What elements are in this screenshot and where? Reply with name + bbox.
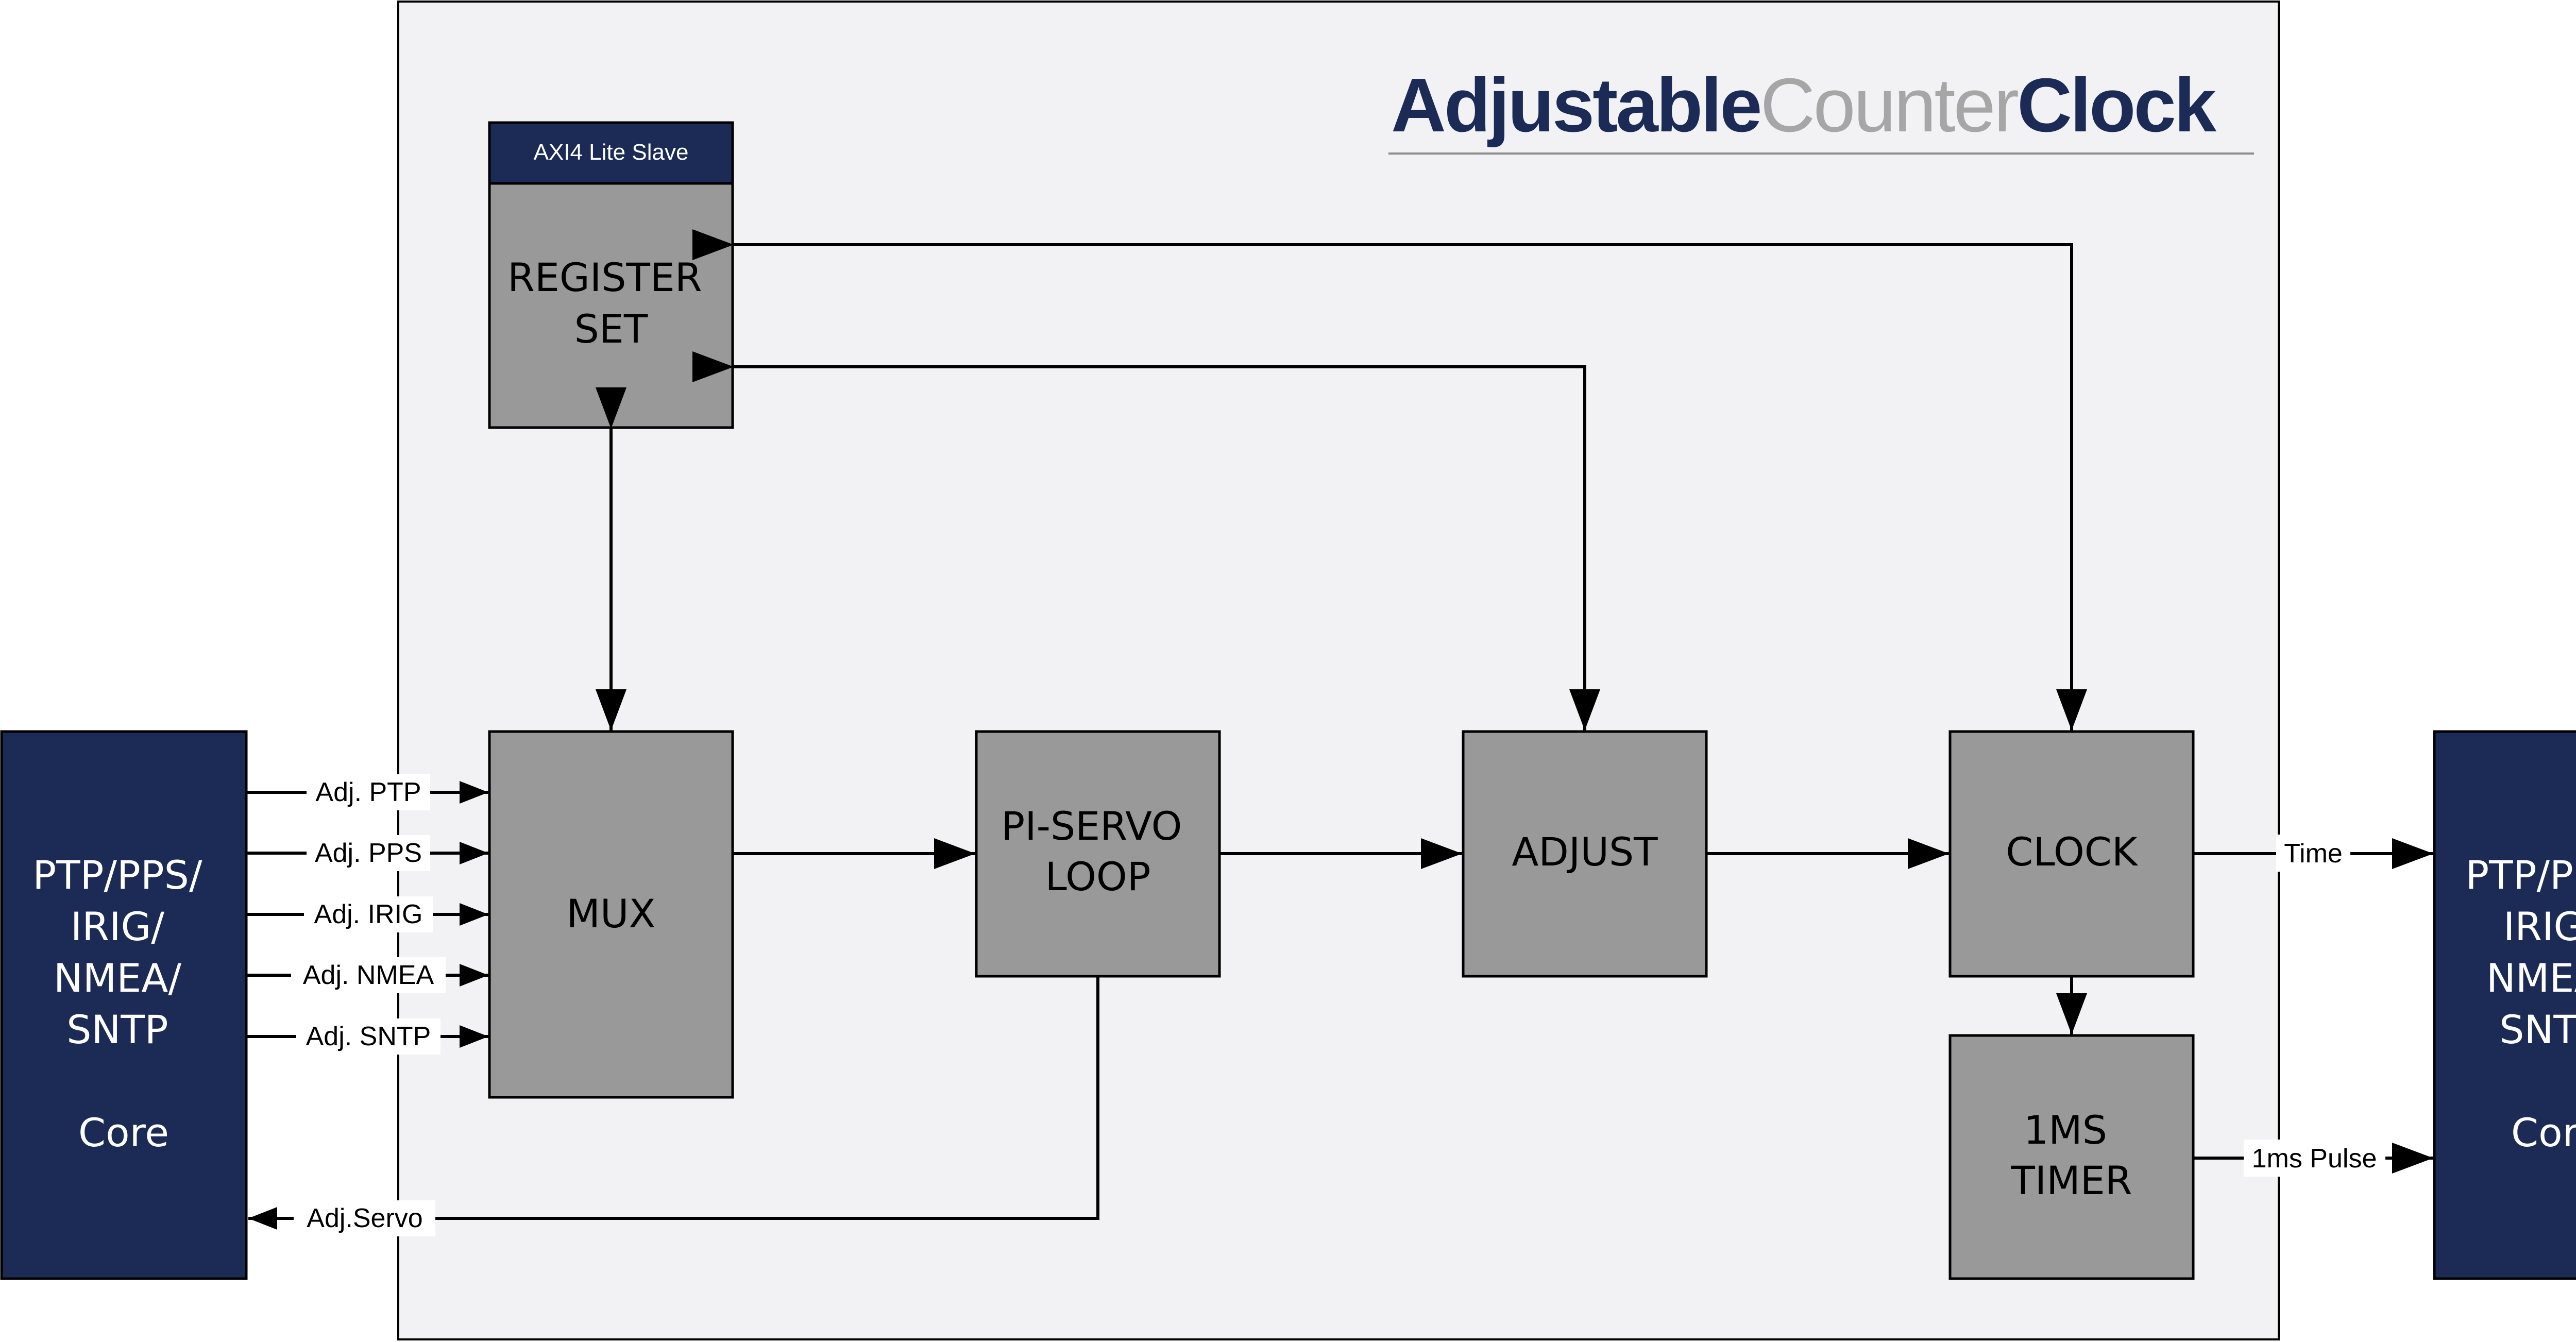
title-part-adjustable: Adjustable bbox=[1391, 63, 1760, 148]
adj-pps-label-bg bbox=[307, 835, 430, 871]
pi-servo-loop-block bbox=[975, 730, 1221, 978]
axi4-lite-slave-label: AXI4 Lite Slave bbox=[534, 140, 689, 165]
left-core-line-6: Core bbox=[78, 1110, 169, 1156]
adj-irig-label-bg bbox=[304, 896, 433, 932]
pi-servo-line-1: PI-SERVO bbox=[1001, 803, 1182, 849]
adj-servo-feedback-arrow bbox=[248, 976, 1099, 1230]
adj-ptp-label: Adj. PTP bbox=[315, 777, 421, 807]
adj-sntp-label-bg bbox=[296, 1018, 440, 1055]
1ms-timer-label: 1MS TIMER bbox=[2010, 1107, 2132, 1203]
pulse-label: 1ms Pulse bbox=[2252, 1144, 2377, 1174]
right-core-line-1: PTP/PPS/ bbox=[2465, 852, 2576, 898]
adj-pps-label: Adj. PPS bbox=[315, 838, 422, 868]
adj-irig-label: Adj. IRIG bbox=[314, 899, 423, 929]
left-core-line-3: NMEA/ bbox=[54, 955, 181, 1001]
1ms-timer-line-2: TIMER bbox=[2010, 1158, 2132, 1203]
left-core-line-1: PTP/PPS/ bbox=[32, 852, 202, 898]
adj-nmea-label: Adj. NMEA bbox=[303, 960, 434, 990]
adjust-label: ADJUST bbox=[1512, 829, 1658, 875]
left-core-line-2: IRIG/ bbox=[71, 904, 165, 949]
title-part-clock: Clock bbox=[2017, 63, 2217, 148]
pi-servo-loop-label: PI-SERVO LOOP bbox=[1001, 803, 1194, 899]
time-label-bg bbox=[2276, 835, 2350, 872]
pi-servo-line-2: LOOP bbox=[1045, 854, 1150, 899]
right-core-line-3: NMEA/ bbox=[2486, 955, 2576, 1001]
pulse-label-bg bbox=[2244, 1140, 2385, 1177]
mux-label: MUX bbox=[566, 891, 655, 937]
axi4-lite-slave-header bbox=[488, 121, 734, 185]
register-set-label: REGISTER SET bbox=[507, 254, 715, 352]
clock-block bbox=[1948, 730, 2195, 978]
register-set-line-1: REGISTER bbox=[507, 254, 702, 300]
adj-nmea-label-bg bbox=[291, 957, 446, 993]
title-part-counter: Counter bbox=[1760, 63, 2018, 148]
mux-block bbox=[488, 730, 734, 1099]
left-core-line-4: SNTP bbox=[66, 1007, 168, 1052]
adj-servo-label: Adj.Servo bbox=[307, 1203, 422, 1233]
register-clock-link bbox=[692, 229, 2087, 731]
left-core-label: PTP/PPS/ IRIG/ NMEA/ SNTP Core bbox=[32, 852, 214, 1156]
right-core-label: PTP/PPS/ IRIG/ NMEA/ SNTP Core bbox=[2465, 852, 2576, 1156]
right-core-line-4: SNTP bbox=[2499, 1007, 2576, 1052]
clock-label: CLOCK bbox=[2006, 829, 2139, 875]
1ms-timer-line-1: 1MS bbox=[2024, 1107, 2107, 1153]
adj-sntp-label: Adj. SNTP bbox=[306, 1022, 431, 1051]
right-core-line-6: Core bbox=[2511, 1110, 2576, 1156]
left-core-block bbox=[0, 730, 248, 1280]
right-core-line-2: IRIG/ bbox=[2503, 904, 2576, 949]
register-set-line-2: SET bbox=[574, 306, 648, 352]
time-label: Time bbox=[2284, 839, 2343, 869]
1ms-timer-block bbox=[1948, 1034, 2195, 1280]
right-core-block bbox=[2433, 730, 2576, 1280]
adj-ptp-label-bg bbox=[307, 774, 430, 810]
adj-servo-label-bg bbox=[294, 1200, 435, 1236]
title: AdjustableCounterClock bbox=[1391, 63, 2217, 148]
